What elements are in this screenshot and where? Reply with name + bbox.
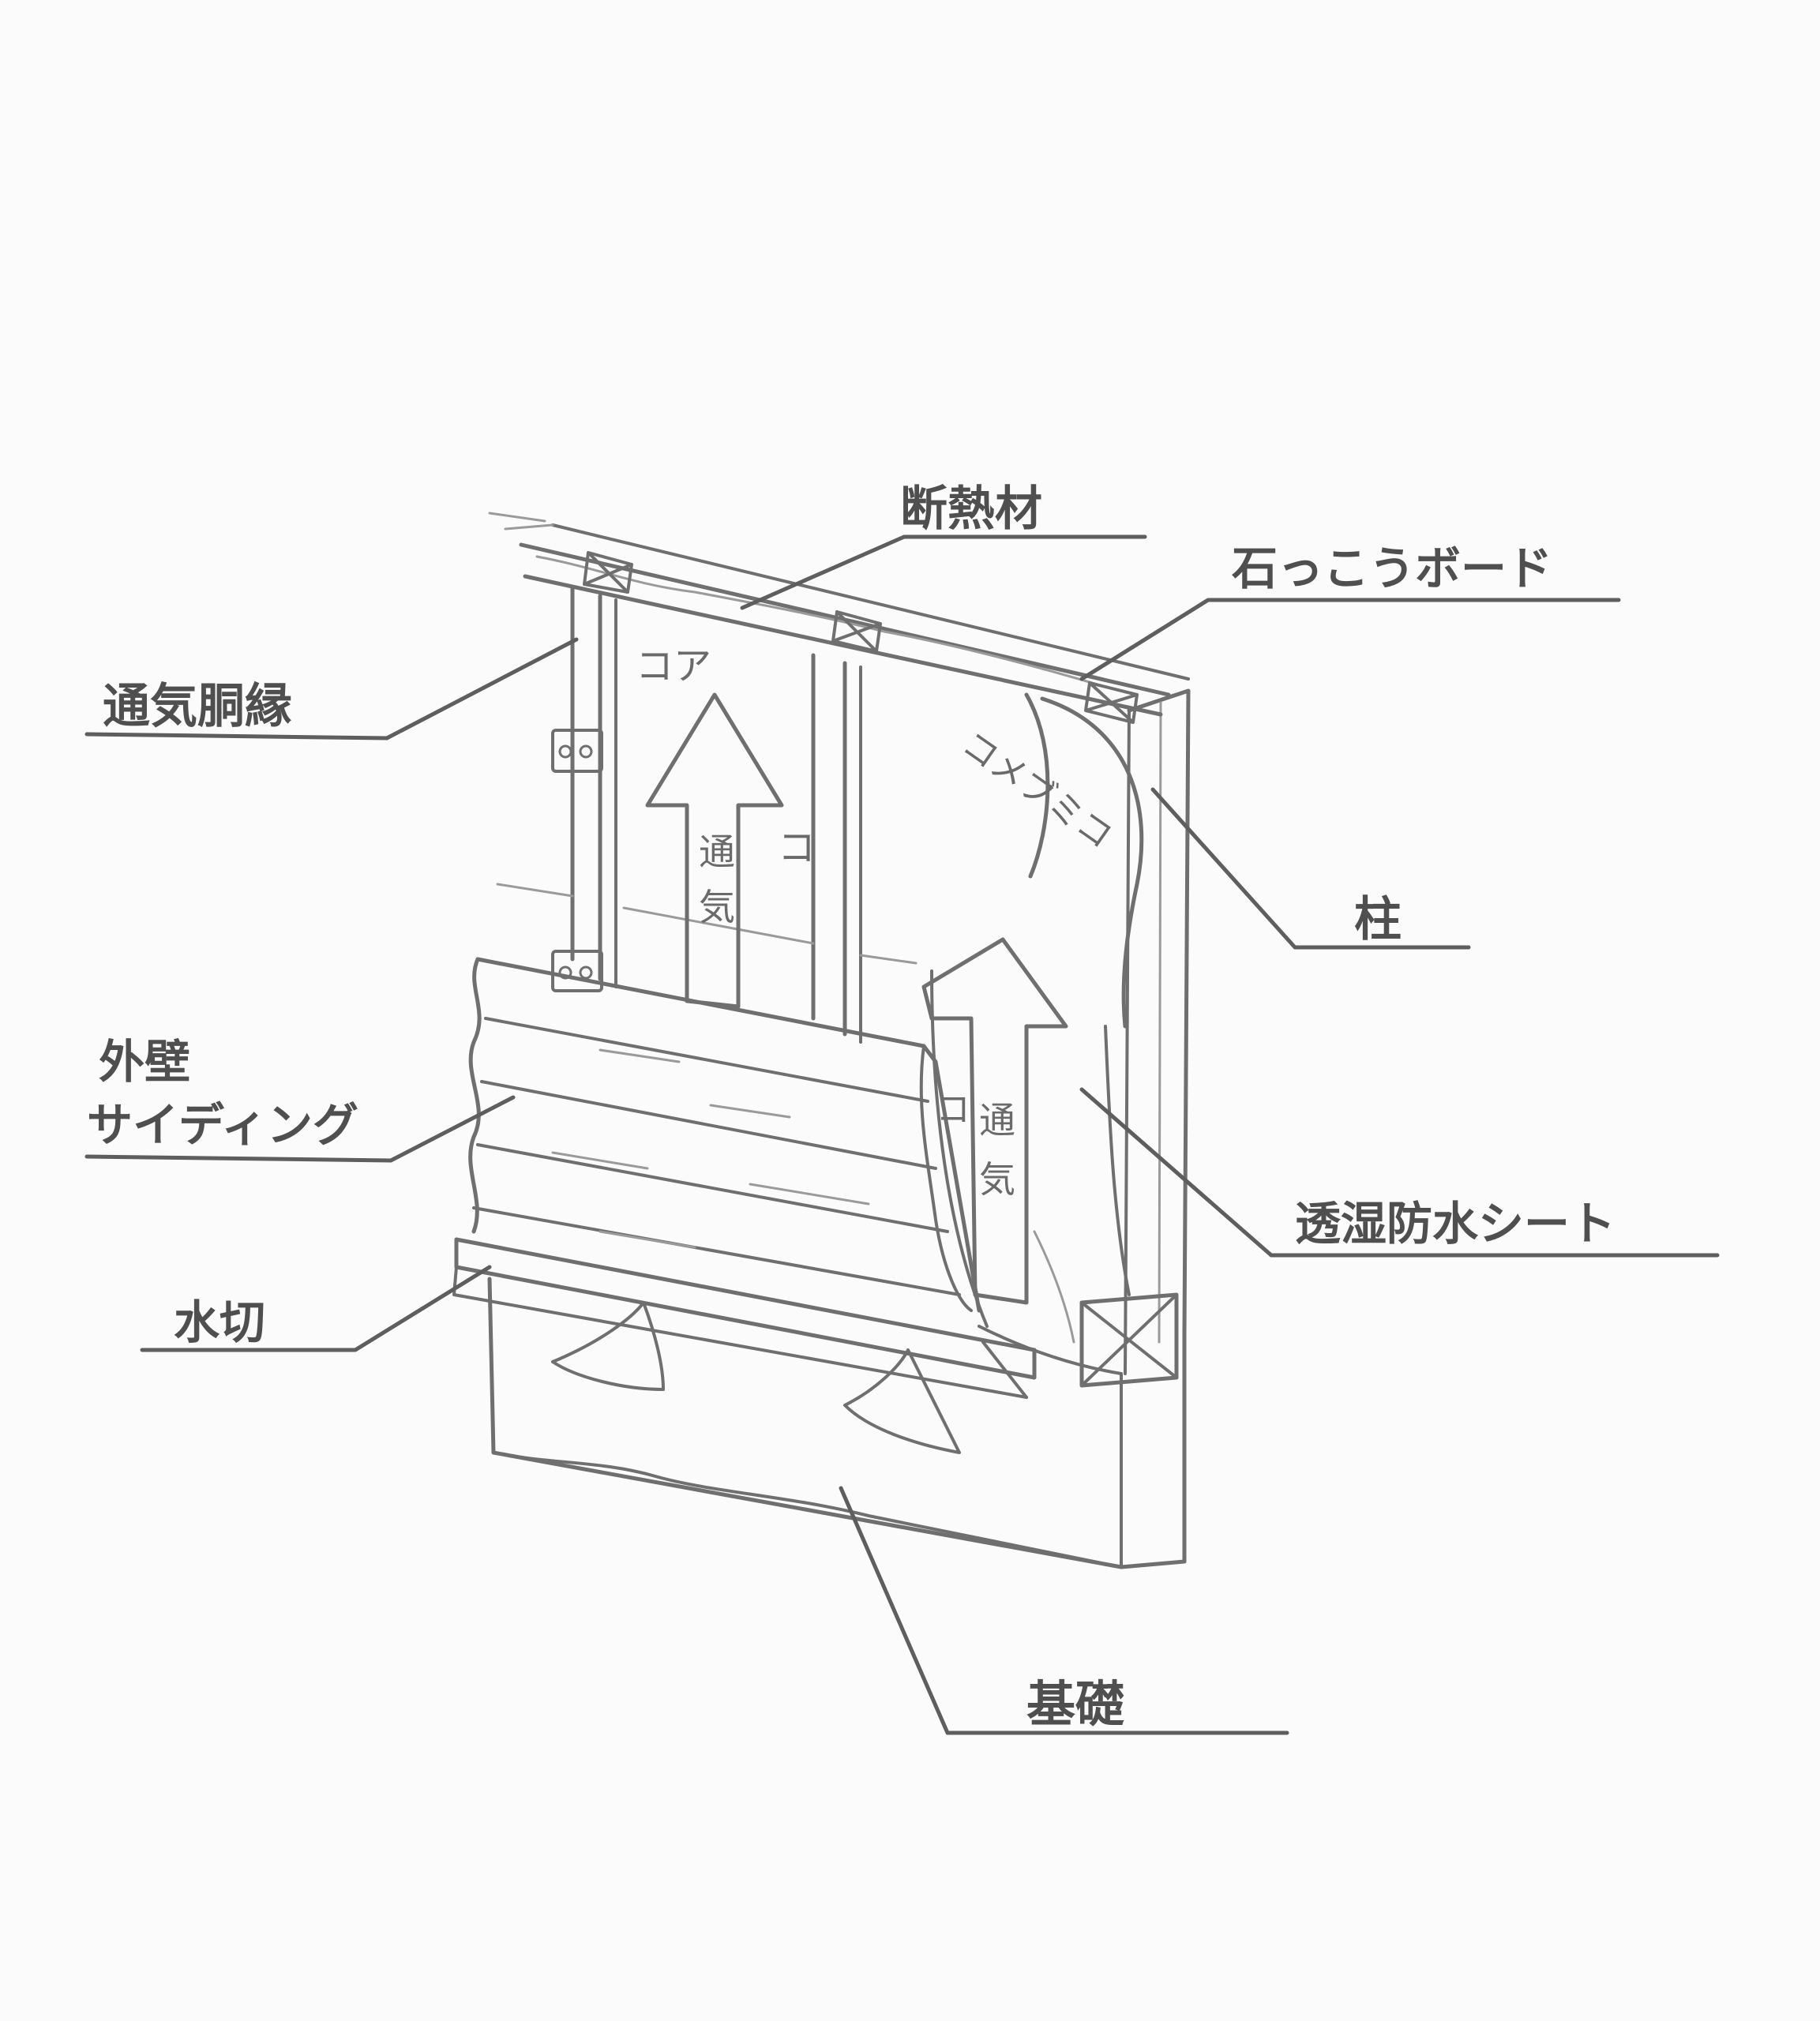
label-furring: 通気胴縁 bbox=[103, 679, 292, 734]
label-flashing: 水切 bbox=[174, 1295, 265, 1349]
side-mark: コ bbox=[936, 1089, 970, 1130]
airflow-entry-curves bbox=[551, 1301, 961, 1454]
corner-block bbox=[1079, 1292, 1179, 1388]
label-pillar: 柱 bbox=[1354, 892, 1402, 947]
airflow-text-right-1: 通 bbox=[979, 1099, 1015, 1142]
leader-lines bbox=[84, 534, 1720, 1735]
label-gypsum-board: 石っこうボード bbox=[1232, 542, 1552, 595]
label-siding-line2: サイディング bbox=[87, 1098, 358, 1152]
cavity-mark-left: コア bbox=[636, 644, 711, 688]
foundation-block bbox=[487, 1277, 1187, 1569]
cavity-mark-right: コ bbox=[778, 826, 816, 870]
sheathing-lines bbox=[496, 883, 918, 965]
flashing-rail bbox=[452, 1237, 1037, 1399]
top-rail bbox=[488, 512, 1190, 724]
siding-panels bbox=[468, 957, 981, 1313]
label-moisture-sheet: 透湿防水シート bbox=[1295, 1197, 1615, 1250]
studs bbox=[570, 586, 862, 1044]
furring-fasteners bbox=[551, 729, 603, 992]
pillar-side bbox=[1124, 688, 1191, 1375]
airflow-arrow-left bbox=[645, 692, 784, 1009]
airflow-text-left-2: 気 bbox=[699, 886, 735, 928]
label-siding-line1: 外壁 bbox=[99, 1035, 190, 1089]
airflow-arrow-right bbox=[921, 937, 1068, 1305]
sheet-scribble: コメブミコ bbox=[955, 724, 1120, 857]
airflow-text-right-2: 気 bbox=[979, 1158, 1015, 1201]
airflow-text-left-1: 通 bbox=[699, 831, 735, 873]
label-foundation: 基礎 bbox=[1026, 1675, 1124, 1733]
label-insulation: 断熱材 bbox=[900, 482, 1042, 537]
moisture-sheet bbox=[930, 692, 1144, 1375]
